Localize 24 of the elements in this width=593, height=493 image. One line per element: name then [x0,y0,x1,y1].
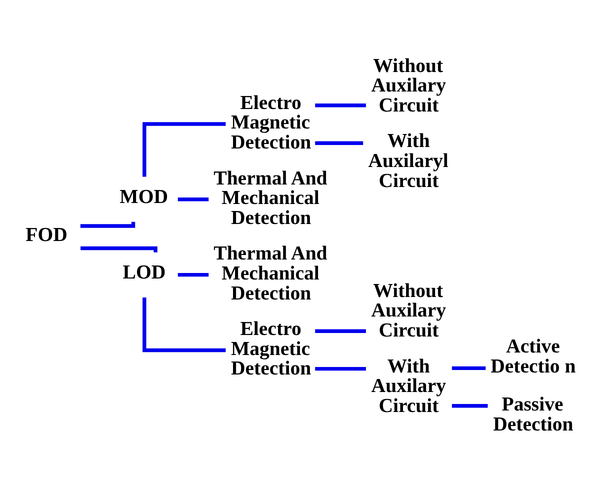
node-text: Passive Detection [493,393,574,435]
node-text: FOD [26,224,68,246]
connector [315,103,366,107]
node-text: MOD [120,185,168,208]
node-text: With Auxilaryl Circuit [368,130,448,192]
connector [178,272,209,276]
node-text: With Auxilary Circuit [371,354,446,416]
connector [315,140,364,144]
connector [315,328,366,332]
node-text: Active Detectio n [490,334,576,377]
connector [452,366,486,370]
node-text: Without Auxilary Circuit [371,279,446,341]
node-text: Without Auxilary Circuit [371,54,446,116]
node-text: LOD [122,260,166,283]
node-text: Thermal And Mechanical Detection [214,166,328,228]
node-text: Electro Magnetic Detection [230,91,312,153]
connector [315,366,366,370]
connector [80,246,158,252]
node-text: Electro Magnetic Detection [230,318,312,380]
node-text: Thermal And Mechanical Detection [214,242,328,304]
connector [178,197,209,201]
connector [142,296,226,352]
connector [452,404,488,408]
connector [142,122,226,176]
